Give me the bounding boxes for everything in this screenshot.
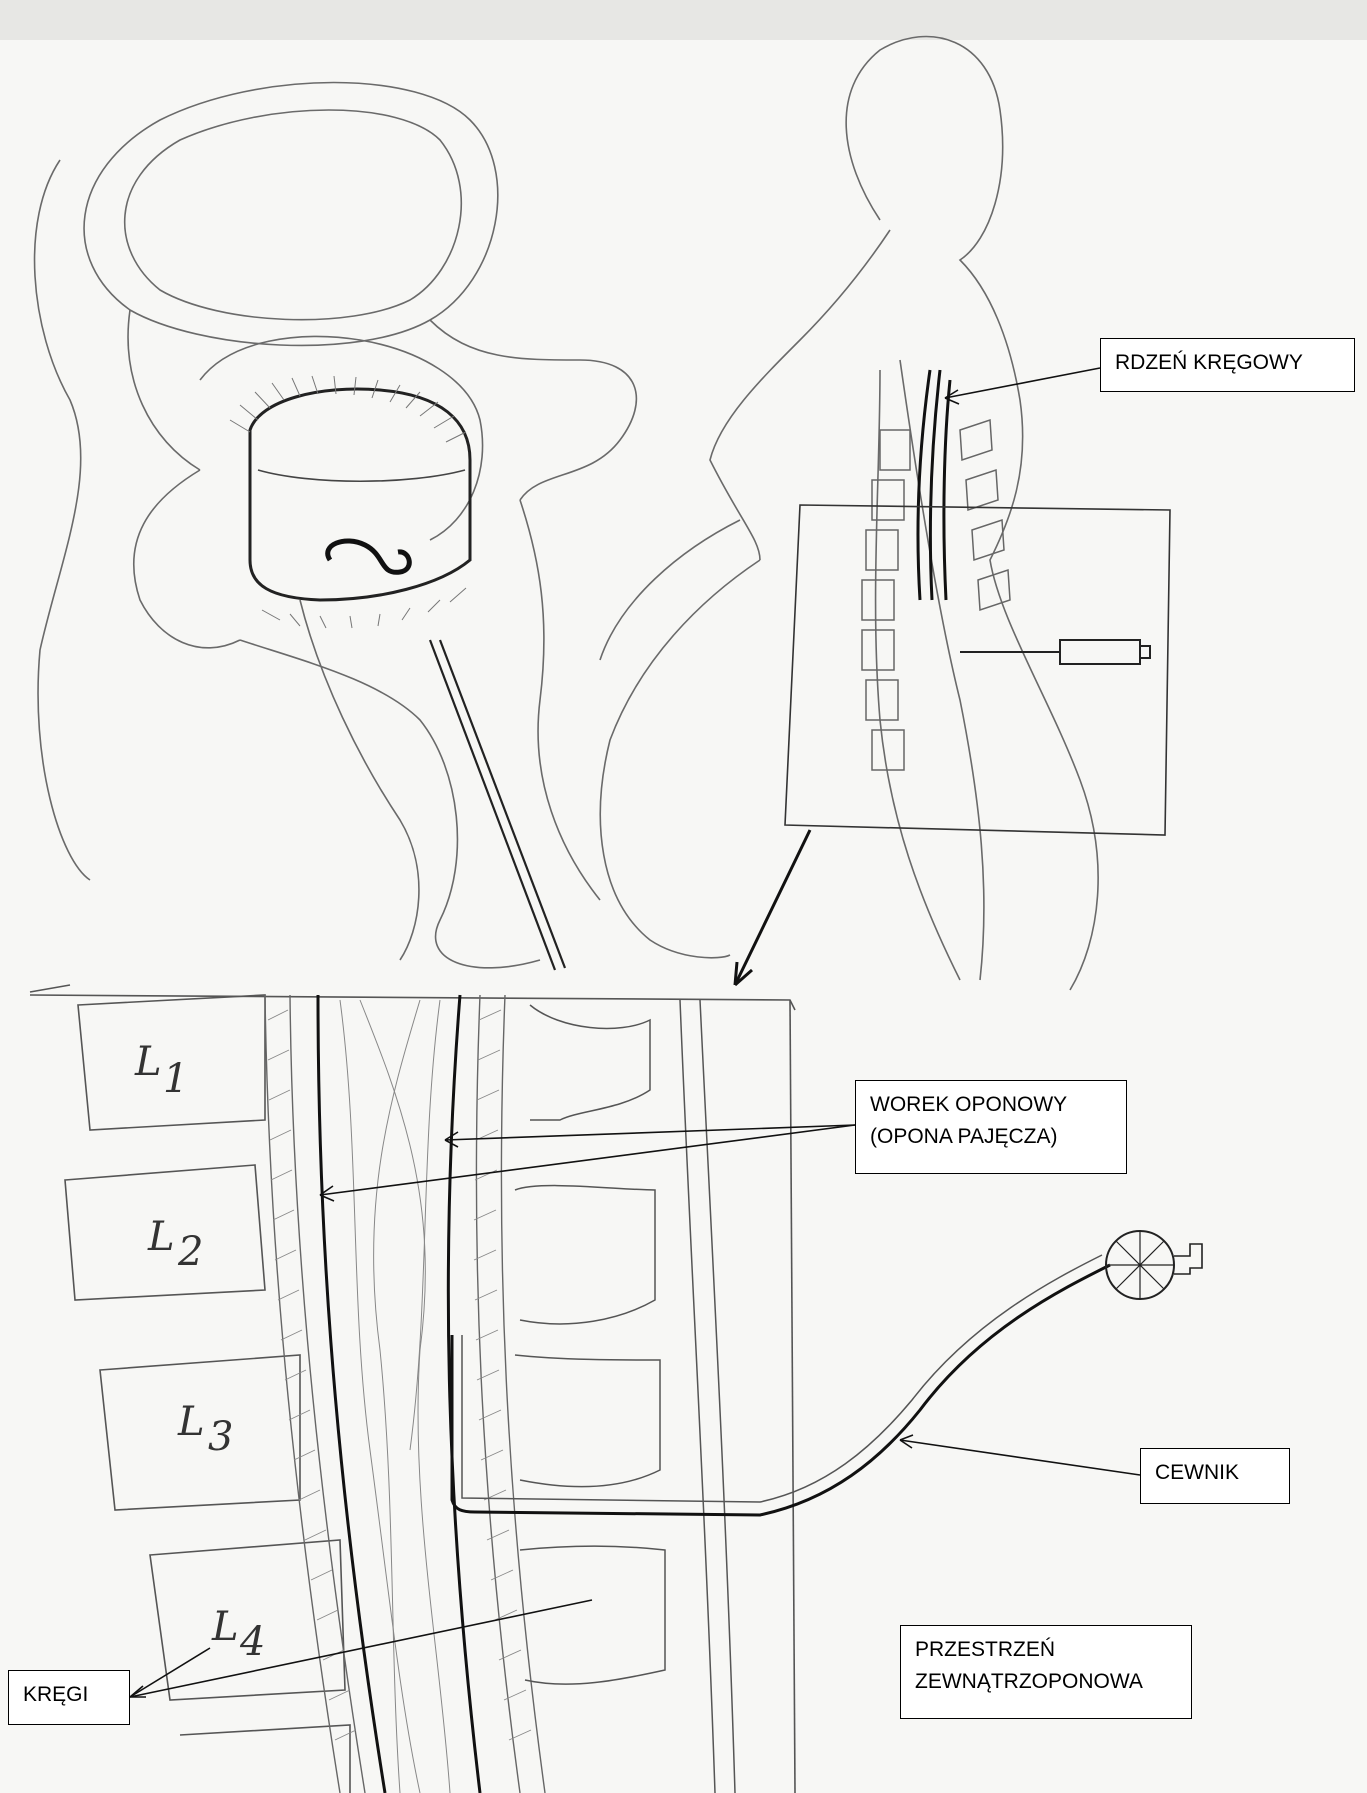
label-text-line1: PRZESTRZEŃ	[915, 1634, 1177, 1666]
vertebra-label-l2: L	[147, 1214, 175, 1260]
dural-sac-hatching	[268, 1010, 531, 1740]
spinal-cord-strokes	[918, 370, 950, 600]
body-silhouette	[600, 37, 1098, 991]
catheter	[452, 1255, 1110, 1515]
vertebra-sub-l3: 3	[208, 1414, 233, 1460]
dural-sac-walls	[265, 995, 545, 1793]
needle-left	[430, 640, 565, 970]
label-text: CEWNIK	[1155, 1457, 1275, 1489]
body-frame	[785, 505, 1170, 835]
label-text-line2: ZEWNĄTRZOPONOWA	[915, 1666, 1177, 1698]
vertebra-sub-l4: 4	[239, 1619, 265, 1665]
cewnik-pointer	[900, 1435, 1140, 1475]
label-rdzen-kregowy: RDZEŃ KRĘGOWY	[1100, 338, 1355, 392]
vertebra-label-l1: L	[134, 1039, 162, 1085]
vertebra-cross-section	[35, 83, 637, 968]
rdzen-pointer	[945, 368, 1100, 404]
nerve-roots	[340, 1000, 450, 1793]
body-spine-vertebrae	[862, 420, 1010, 770]
zoom-panel-frame	[30, 985, 795, 1793]
label-kregi: KRĘGI	[8, 1670, 130, 1725]
vertebra-label-l4: L	[211, 1604, 239, 1650]
syringe-icon	[960, 640, 1150, 664]
vertebra-sub-l2: 2	[177, 1229, 203, 1275]
scan-edge-shadow	[0, 0, 1367, 40]
catheter-filter-icon	[1106, 1231, 1202, 1299]
vertebra-sub-l1: 1	[163, 1056, 188, 1102]
label-worek-oponowy: WOREK OPONOWY (OPONA PAJĘCZA)	[855, 1080, 1127, 1174]
label-przestrzen-zewnatrzoponowa: PRZESTRZEŃ ZEWNĄTRZOPONOWA	[900, 1625, 1192, 1719]
label-text: RDZEŃ KRĘGOWY	[1115, 347, 1340, 379]
posterior-elements	[515, 1000, 735, 1793]
vertebra-label-l3: L	[177, 1399, 205, 1445]
zoom-arrow	[735, 830, 810, 985]
label-text-line1: WOREK OPONOWY	[870, 1089, 1112, 1121]
label-cewnik: CEWNIK	[1140, 1448, 1290, 1504]
kregi-pointers	[130, 1600, 592, 1697]
label-text: KRĘGI	[23, 1679, 115, 1711]
ring-hatching	[230, 376, 466, 628]
worek-pointers	[320, 1125, 855, 1201]
vertebral-canal	[250, 389, 470, 600]
label-text-line2: (OPONA PAJĘCZA)	[870, 1121, 1112, 1153]
